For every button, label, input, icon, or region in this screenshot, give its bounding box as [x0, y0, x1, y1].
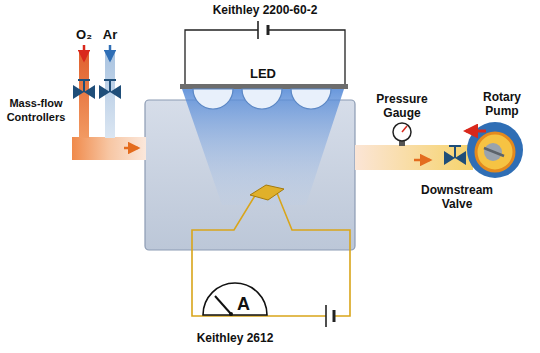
battery-symbol	[333, 310, 336, 322]
flow-arrow	[414, 159, 430, 162]
part-label: Mass-flow Controllers	[2, 96, 70, 124]
flow-arrow	[124, 147, 138, 150]
needle-pivot	[229, 312, 233, 316]
gas-label: Ar	[98, 28, 122, 42]
rotary-pump	[467, 122, 523, 178]
sample-chip	[250, 185, 284, 200]
led-plate	[180, 84, 348, 89]
ammeter-dial: A	[203, 283, 267, 315]
inlet-pipe	[72, 137, 146, 160]
battery-symbol	[325, 305, 327, 327]
battery-symbol	[267, 25, 270, 35]
gauge-needle	[402, 126, 407, 132]
valve-symbol	[78, 79, 90, 81]
led-bulb	[193, 89, 233, 109]
part-label: LED	[240, 67, 286, 81]
ammeter-outline	[203, 283, 267, 315]
argon-line	[105, 52, 115, 138]
instrument-label: Keithley 2612	[185, 331, 285, 345]
flow-arrow	[109, 45, 112, 60]
battery-symbol	[257, 21, 259, 39]
led-bulb	[242, 89, 282, 109]
exhaust-pipe	[355, 145, 473, 170]
measurement-wire	[192, 194, 326, 316]
instrument-label: Keithley 2200-60-2	[185, 3, 345, 17]
part-label: Downstream Valve	[418, 183, 496, 211]
meter-symbol-letter: A	[237, 294, 267, 314]
valve-symbol	[83, 80, 85, 92]
pressure-gauge	[393, 123, 411, 141]
gas-label: O₂	[72, 28, 96, 42]
supply-wire	[185, 30, 258, 84]
part-label: Rotary Pump	[468, 90, 536, 118]
valve-symbol	[449, 145, 461, 147]
supply-wire	[268, 30, 345, 84]
part-label: Pressure Gauge	[372, 92, 432, 120]
pump-rotor-housing	[476, 133, 514, 171]
oxygen-line	[79, 52, 89, 138]
flow-arrow	[466, 130, 486, 133]
valve-symbol	[454, 146, 456, 158]
valve-symbol	[104, 79, 116, 81]
flow-arrow	[83, 45, 86, 60]
pump-vane	[484, 148, 504, 156]
light-beam	[182, 89, 344, 205]
measurement-wire	[277, 193, 350, 316]
valve-symbol	[109, 80, 111, 92]
ammeter-dial	[203, 283, 267, 315]
led-bulb	[291, 89, 331, 109]
ammeter-needle	[215, 296, 231, 314]
